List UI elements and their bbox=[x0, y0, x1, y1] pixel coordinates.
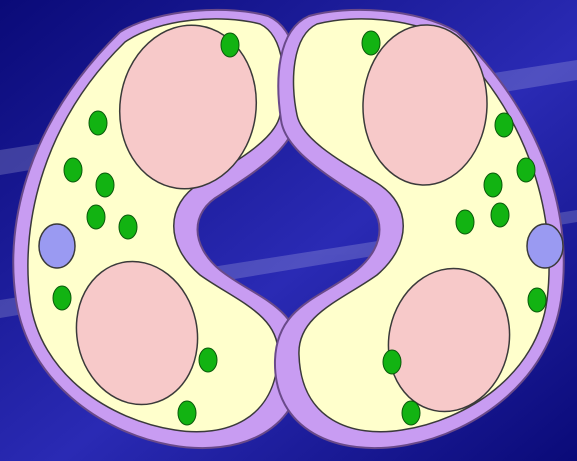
chloroplast bbox=[484, 173, 502, 197]
nucleus-right bbox=[527, 224, 563, 268]
chloroplast bbox=[199, 348, 217, 372]
chloroplast bbox=[64, 158, 82, 182]
chloroplast bbox=[362, 31, 380, 55]
chloroplast bbox=[517, 158, 535, 182]
chloroplast bbox=[495, 113, 513, 137]
chloroplast bbox=[456, 210, 474, 234]
chloroplast bbox=[528, 288, 546, 312]
chloroplast bbox=[221, 33, 239, 57]
nucleus-left bbox=[39, 224, 75, 268]
chloroplast bbox=[119, 215, 137, 239]
chloroplast bbox=[178, 401, 196, 425]
chloroplast bbox=[96, 173, 114, 197]
chloroplast bbox=[491, 203, 509, 227]
chloroplast bbox=[89, 111, 107, 135]
chloroplast bbox=[383, 350, 401, 374]
chloroplast bbox=[87, 205, 105, 229]
chloroplast bbox=[402, 401, 420, 425]
chloroplast bbox=[53, 286, 71, 310]
